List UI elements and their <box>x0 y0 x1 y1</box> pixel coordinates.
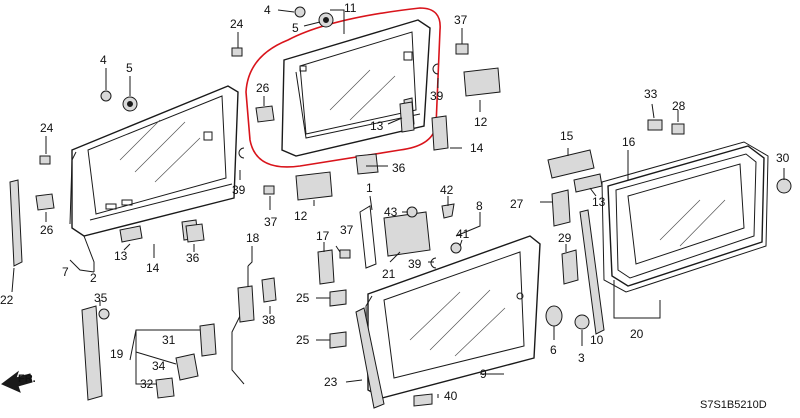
callout-28: 28 <box>672 99 686 113</box>
callout-17: 17 <box>316 229 330 243</box>
callout-39-left: 39 <box>232 183 246 197</box>
callout-19: 19 <box>110 347 124 361</box>
callout-24-top: 24 <box>230 17 244 31</box>
callout-3: 3 <box>578 351 585 365</box>
callout-43: 43 <box>384 205 398 219</box>
weatherstrip-23 <box>355 307 385 409</box>
callout-40: 40 <box>444 389 458 403</box>
callout-29: 29 <box>558 231 572 245</box>
front-direction-marker: FR. <box>1 370 36 393</box>
callout-38: 38 <box>262 313 276 327</box>
callout-13-top: 13 <box>370 119 384 133</box>
highlight-outline <box>245 7 441 168</box>
callout-7: 7 <box>62 265 69 279</box>
callout-37-top: 37 <box>454 13 468 27</box>
callout-35: 35 <box>94 291 108 305</box>
callout-25-upper: 25 <box>296 291 310 305</box>
callout-4-left: 4 <box>100 53 107 67</box>
right-rear-window <box>601 141 769 293</box>
callout-34: 34 <box>152 359 166 373</box>
callout-27: 27 <box>510 197 524 211</box>
hardware-parts <box>35 6 792 407</box>
left-quarter-window <box>69 85 239 237</box>
callout-6: 6 <box>550 343 557 357</box>
callout-5-left: 5 <box>126 61 133 75</box>
callout-12-center: 12 <box>294 209 308 223</box>
center-lower-window <box>365 235 541 399</box>
leader-lines <box>11 9 785 398</box>
callout-1: 1 <box>366 181 373 195</box>
callout-14-left: 14 <box>146 261 160 275</box>
callout-39-center: 39 <box>408 257 422 271</box>
callout-25-lower: 25 <box>296 333 310 347</box>
callout-4-top: 4 <box>264 3 271 17</box>
callout-22: 22 <box>0 293 14 307</box>
callout-labels: 1 2 3 4 4 5 5 6 7 8 9 10 11 12 12 13 13 … <box>0 1 790 403</box>
callout-37-lower: 37 <box>340 223 354 237</box>
callout-32: 32 <box>140 377 154 391</box>
callout-36-top: 36 <box>392 161 406 175</box>
front-direction-label: FR. <box>18 373 36 385</box>
callout-14-right: 14 <box>470 141 484 155</box>
callout-21: 21 <box>382 267 396 281</box>
weatherstrip-10 <box>579 209 605 335</box>
callout-20: 20 <box>630 327 644 341</box>
callout-26-top: 26 <box>256 81 270 95</box>
diagram-code: S7S1B5210D <box>700 399 767 411</box>
callout-11: 11 <box>344 1 357 15</box>
callout-36-left: 36 <box>186 251 200 265</box>
callout-24-left: 24 <box>40 121 54 135</box>
callout-13-left: 13 <box>114 249 128 263</box>
callout-23: 23 <box>324 375 338 389</box>
callout-2: 2 <box>90 271 97 285</box>
callout-5-top: 5 <box>292 21 299 35</box>
callout-31: 31 <box>162 333 176 347</box>
callout-37-center: 37 <box>264 215 278 229</box>
callout-9: 9 <box>480 367 487 381</box>
callout-26-left: 26 <box>40 223 54 237</box>
callout-41: 41 <box>456 227 470 241</box>
callout-10: 10 <box>590 333 604 347</box>
callout-39-top: 39 <box>430 89 444 103</box>
weatherstrip-22 <box>9 179 23 267</box>
callout-33: 33 <box>644 87 658 101</box>
callout-42: 42 <box>440 183 454 197</box>
callout-8: 8 <box>476 199 483 213</box>
callout-30: 30 <box>776 151 790 165</box>
callout-15: 15 <box>560 129 574 143</box>
callout-12-right: 12 <box>474 115 488 129</box>
callout-18: 18 <box>246 231 260 245</box>
upper-sliding-window <box>245 7 441 168</box>
callout-13-right: 13 <box>592 195 606 209</box>
callout-16: 16 <box>622 135 636 149</box>
